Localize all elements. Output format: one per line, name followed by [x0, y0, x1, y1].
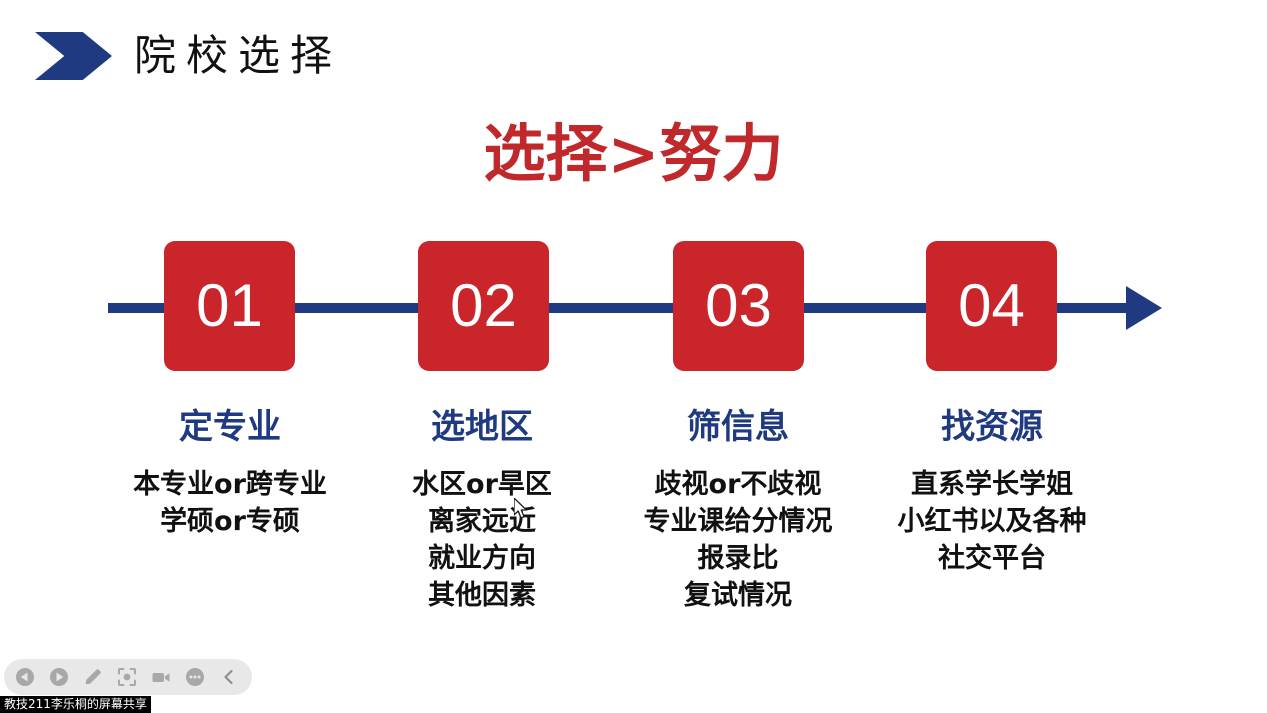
step-column-body: 直系学长学姐 小红书以及各种 社交平台	[862, 466, 1122, 577]
step-column-line: 歧视or不歧视	[654, 469, 822, 500]
timeline-graphic: 01 02 03 04	[0, 230, 1267, 380]
step-number-box: 01	[164, 241, 295, 371]
play-left-circle-icon	[16, 668, 34, 686]
video-camera-icon	[152, 673, 170, 682]
step-column-body: 歧视or不歧视 专业课给分情况 报录比 复试情况	[608, 466, 868, 614]
timeline-arrowhead-icon	[1126, 286, 1162, 330]
spotlight-button[interactable]	[114, 664, 140, 690]
step-column: 找资源 直系学长学姐 小红书以及各种 社交平台	[862, 404, 1122, 577]
previous-slide-button[interactable]	[12, 664, 38, 690]
share-status-label: 教技211李乐桐的屏幕共享	[0, 696, 151, 713]
pencil-icon	[85, 669, 101, 685]
step-column-line: 其他因素	[428, 580, 536, 611]
step-column-line: 小红书以及各种	[897, 506, 1087, 537]
more-options-button[interactable]	[182, 664, 208, 690]
step-column-line: 直系学长学姐	[911, 469, 1073, 500]
play-right-circle-icon	[50, 668, 68, 686]
step-column-line: 报录比	[697, 543, 779, 574]
step-column-body: 本专业or跨专业 学硕or专硕	[100, 466, 360, 540]
step-number-box: 02	[418, 241, 549, 371]
step-column: 选地区 水区or旱区 离家远近 就业方向 其他因素	[352, 404, 612, 614]
step-column-line: 专业课给分情况	[643, 506, 833, 537]
step-column-heading: 定专业	[179, 407, 281, 447]
step-column-line: 就业方向	[428, 543, 536, 574]
step-column: 定专业 本专业or跨专业 学硕or专硕	[100, 404, 360, 540]
step-column-line: 复试情况	[684, 580, 792, 611]
step-column: 筛信息 歧视or不歧视 专业课给分情况 报录比 复试情况	[608, 404, 868, 614]
next-slide-button[interactable]	[46, 664, 72, 690]
step-column-line: 水区or旱区	[412, 469, 552, 500]
meeting-toolbar	[4, 659, 252, 695]
page-title: 院校选择	[134, 31, 343, 80]
step-column-heading: 筛信息	[687, 407, 789, 447]
step-column-line: 学硕or专硕	[160, 506, 300, 537]
step-number-box: 04	[926, 241, 1057, 371]
step-column-heading: 找资源	[941, 407, 1043, 447]
step-column-body: 水区or旱区 离家远近 就业方向 其他因素	[352, 466, 612, 614]
collapse-toolbar-button[interactable]	[216, 664, 242, 690]
record-button[interactable]	[148, 664, 174, 690]
focus-target-icon	[118, 668, 136, 686]
ellipsis-circle-icon	[186, 668, 204, 686]
step-number-box: 03	[673, 241, 804, 371]
chevron-right-banner-icon	[35, 32, 112, 80]
step-column-heading: 选地区	[431, 407, 533, 447]
chevron-left-icon	[224, 669, 233, 685]
slide-header: 院校选择	[0, 0, 1267, 110]
step-column-line: 社交平台	[938, 543, 1046, 574]
step-column-line: 本专业or跨专业	[133, 469, 327, 500]
step-column-line: 离家远近	[428, 506, 536, 537]
main-headline: 选择>努力	[483, 117, 784, 190]
annotate-button[interactable]	[80, 664, 106, 690]
timeline-axis-line	[108, 303, 1140, 313]
